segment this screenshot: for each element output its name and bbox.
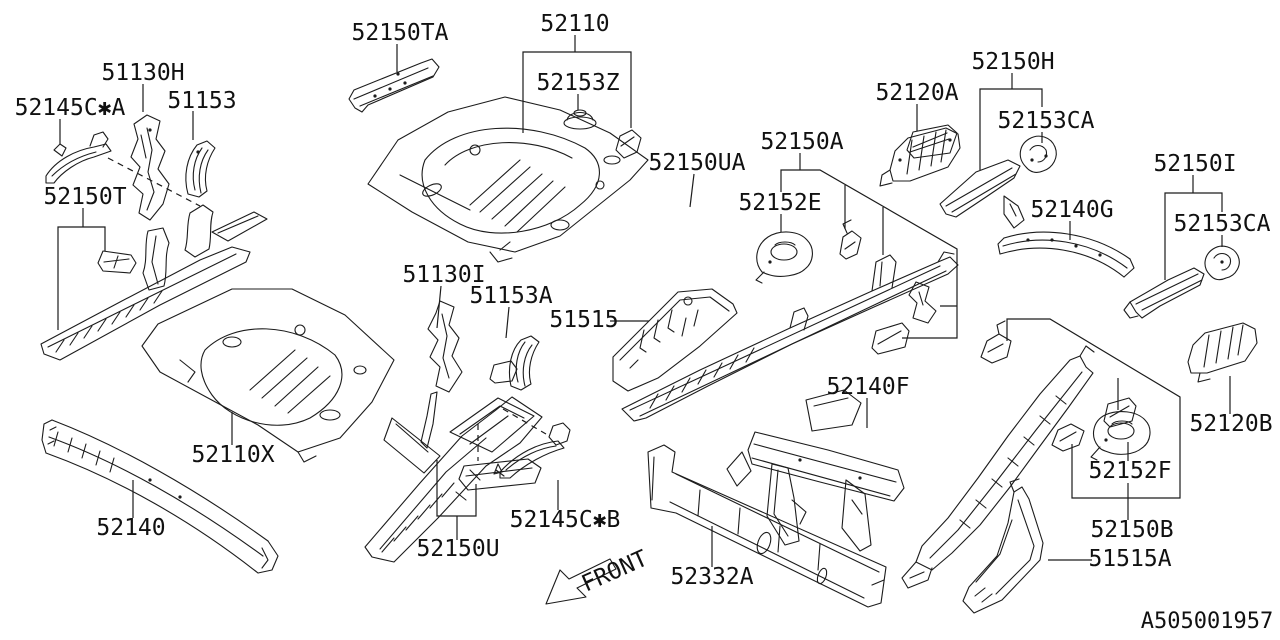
leader-line bbox=[979, 88, 1043, 170]
part-apron-51515a bbox=[962, 478, 1044, 614]
part-clip-near-pan bbox=[615, 129, 642, 159]
label-51153[interactable]: 51153 bbox=[167, 88, 236, 114]
leader-line-dashed bbox=[502, 408, 547, 435]
part-bracket-box-corner bbox=[980, 320, 1012, 364]
label-52150h[interactable]: 52150H bbox=[971, 49, 1054, 75]
front-label: FRONT bbox=[578, 546, 652, 598]
part-crossmember-52332a bbox=[647, 444, 887, 608]
part-front-rail-assembly-52150u bbox=[364, 396, 543, 563]
leader-line bbox=[1006, 318, 1181, 499]
part-rear-floor-pan-52110 bbox=[367, 96, 649, 263]
part-small-bracket-center bbox=[839, 219, 862, 260]
part-wheel-apron-51130h bbox=[130, 114, 170, 221]
part-side-member-assembly-52150a bbox=[621, 251, 959, 422]
part-bracket-52145c-a bbox=[45, 131, 112, 184]
leader-line bbox=[1164, 192, 1223, 280]
label-52150a[interactable]: 52150A bbox=[760, 129, 843, 155]
part-small-plate bbox=[489, 360, 518, 384]
leader-line bbox=[505, 306, 510, 339]
label-52140g[interactable]: 52140G bbox=[1030, 197, 1113, 223]
part-front-floor-pan-52110x bbox=[141, 288, 395, 463]
label-52152e[interactable]: 52152E bbox=[738, 190, 821, 216]
front-arrow-icon bbox=[545, 558, 617, 605]
diagram-id-code: A505001957 bbox=[1141, 609, 1273, 634]
part-bracket-51153a bbox=[508, 335, 540, 391]
label-51130i[interactable]: 51130I bbox=[402, 262, 485, 288]
part-bracket-51153 bbox=[185, 140, 216, 198]
part-drawings bbox=[40, 58, 1258, 614]
part-gusset-52152f bbox=[1090, 411, 1151, 461]
part-corrugated-panel-52120a bbox=[879, 127, 961, 187]
label-52153ca-2[interactable]: 52153CA bbox=[1174, 211, 1271, 237]
label-52140[interactable]: 52140 bbox=[96, 515, 165, 541]
label-52110[interactable]: 52110 bbox=[540, 11, 609, 37]
label-52150b[interactable]: 52150B bbox=[1090, 517, 1173, 543]
part-corrugated-panel-52120b bbox=[1187, 322, 1258, 383]
label-52145cb[interactable]: 52145C✱B bbox=[510, 507, 621, 533]
part-rear-crossmember-52140 bbox=[41, 419, 279, 574]
label-52150t[interactable]: 52150T bbox=[43, 184, 126, 210]
part-side-sill-assembly-52150t bbox=[40, 204, 268, 361]
part-wheel-apron-51130i bbox=[420, 300, 463, 449]
part-rear-rail-right bbox=[901, 345, 1095, 589]
leader-lines bbox=[57, 35, 1231, 567]
label-52150ua[interactable]: 52150UA bbox=[649, 150, 746, 176]
label-52153z[interactable]: 52153Z bbox=[536, 70, 619, 96]
label-51515[interactable]: 51515 bbox=[549, 307, 618, 333]
part-grommet-52153z bbox=[563, 109, 597, 130]
label-51153a[interactable]: 51153A bbox=[469, 283, 552, 309]
label-52332a[interactable]: 52332A bbox=[670, 564, 753, 590]
label-52150i[interactable]: 52150I bbox=[1153, 151, 1236, 177]
label-51515a[interactable]: 51515A bbox=[1088, 546, 1171, 572]
part-channel-bracket bbox=[871, 322, 910, 355]
part-crossmember-52150ta bbox=[348, 58, 440, 113]
label-52150u[interactable]: 52150U bbox=[416, 536, 499, 562]
label-52140f[interactable]: 52140F bbox=[826, 374, 909, 400]
part-side-member-51515 bbox=[612, 288, 738, 392]
label-52120b[interactable]: 52120B bbox=[1189, 411, 1272, 437]
label-52153ca[interactable]: 52153CA bbox=[998, 108, 1095, 134]
leader-line bbox=[57, 226, 106, 330]
label-51130h[interactable]: 51130H bbox=[101, 60, 184, 86]
leader-line bbox=[436, 460, 477, 517]
part-number-labels: 52150TA 52110 52153Z 51130H 52145C✱A 51153 521… bbox=[15, 11, 1273, 590]
leader-line bbox=[689, 173, 695, 208]
label-52110x[interactable]: 52110X bbox=[191, 442, 274, 468]
part-rail-52150i bbox=[1123, 267, 1205, 319]
leader-line bbox=[436, 285, 442, 329]
leader-line bbox=[780, 169, 958, 339]
part-gusset-52152e bbox=[755, 231, 813, 284]
part-rail-52150h bbox=[939, 159, 1025, 229]
label-52120a[interactable]: 52120A bbox=[875, 80, 958, 106]
part-clip-small-right bbox=[1103, 397, 1137, 428]
label-52150ta[interactable]: 52150TA bbox=[352, 20, 449, 46]
part-bracket-52145c-b bbox=[499, 422, 571, 479]
part-cowl-brace-52140g bbox=[997, 231, 1135, 278]
part-crossmember-assembly-52140f bbox=[726, 389, 905, 552]
part-gusset-52153ca-left bbox=[1019, 135, 1057, 173]
front-direction-indicator: FRONT bbox=[545, 546, 652, 605]
part-upright-bracket bbox=[908, 281, 937, 324]
label-52152f[interactable]: 52152F bbox=[1088, 458, 1171, 484]
label-52145ca[interactable]: 52145C✱A bbox=[15, 95, 126, 121]
leader-line bbox=[522, 51, 632, 133]
part-gusset-52153ca-right bbox=[1204, 245, 1240, 281]
part-wing-bracket bbox=[1051, 423, 1085, 452]
